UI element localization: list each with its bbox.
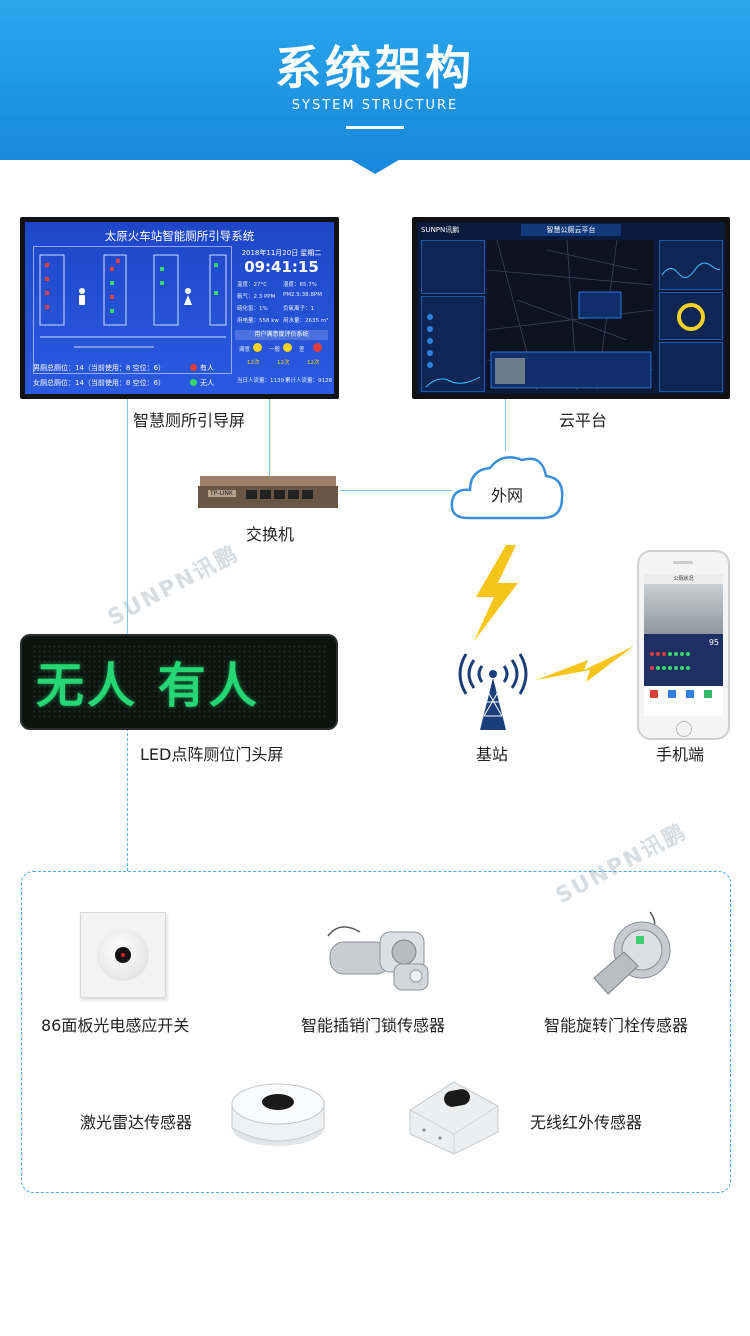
frown-icon: [313, 343, 322, 352]
env-reading: 硫化氢：1%: [237, 306, 268, 312]
lightning-icon: [536, 646, 634, 682]
sensor-label: 智能插销门锁传感器: [301, 1016, 446, 1035]
env-reading: 氨气：2.3 PPM: [237, 294, 276, 300]
base-station-label: 基站: [476, 745, 509, 764]
cloud-right-panel-1: [659, 240, 723, 290]
mobile-label: 手机端: [656, 745, 705, 764]
env-reading: 负氧离子：1: [283, 306, 314, 312]
phone-screen: 公厕状况 95: [644, 574, 723, 716]
ring-gauge: [677, 303, 705, 331]
guide-info-panel: 2018年11月20日 星期二 09:41:15 温度：27°C 湿度：65.7…: [235, 246, 332, 388]
mobile-phone: 公厕状况 95: [637, 550, 730, 740]
smile-icon: [253, 343, 262, 352]
rotary-bolt-icon: [593, 911, 671, 995]
title-underline: [346, 126, 404, 129]
connector-led-sensors: [127, 728, 128, 871]
rating-count: 12次: [277, 360, 290, 366]
rating-label: 差: [299, 347, 305, 353]
led-display-text: 无人 有人: [36, 658, 260, 714]
cloud-left-chart: [425, 314, 481, 388]
panel-switch-icon: [80, 912, 166, 998]
rating-count: 12次: [307, 360, 320, 366]
guide-title: 太原火车站智能厕所引导系统: [104, 229, 255, 243]
city-map: [486, 239, 654, 391]
rating-title: 用户满意度评价系统: [235, 330, 328, 340]
guide-screen-label: 智慧厕所引导屏: [133, 411, 246, 430]
today-flow: 当日人流量：1139: [237, 378, 284, 384]
led-door-screen: 无人 有人: [20, 634, 338, 730]
env-reading: 湿度：65.7%: [283, 282, 317, 288]
sensor-label: 激光雷达传感器: [80, 1113, 193, 1132]
status-free: 无人: [200, 379, 214, 387]
switch-device-icon: [198, 476, 338, 508]
lightning-icon: [474, 545, 518, 641]
cloud-logo: SUNPN讯鹏: [421, 226, 460, 234]
cloud-icon: [450, 456, 564, 520]
switch-label: 交换机: [246, 525, 295, 544]
internet-label: 外网: [490, 486, 523, 505]
floor-plan-drawing: [39, 254, 227, 348]
mobile-toolbar: [644, 686, 723, 716]
female-stalls: 女厕总厕位：14（当前使用：8 空位：6）: [33, 379, 166, 387]
mobile-title: 公厕状况: [644, 574, 723, 584]
phone-home-button: [676, 721, 692, 737]
neutral-face-icon: [283, 343, 292, 352]
cloud-dashboard: SUNPN讯鹏 智慧公厕云平台: [417, 222, 725, 394]
stall-dots: [650, 652, 690, 670]
rating-label: 满意: [239, 347, 251, 353]
sensor-label: 无线红外传感器: [530, 1113, 643, 1132]
sensor-group-box: [21, 871, 731, 1193]
internet-cloud: 外网: [446, 448, 568, 528]
phone-speaker: [673, 561, 693, 564]
total-flow: 累计人流量：9128: [285, 378, 332, 384]
header-banner: 系统架构 SYSTEM STRUCTURE: [0, 0, 750, 160]
connector-guide-led: [127, 398, 128, 634]
latch-lock-icon: [327, 926, 429, 991]
mobile-status-panel: 95: [644, 634, 723, 686]
rating-count: 12次: [247, 360, 260, 366]
switch-brand: TP-LINK: [210, 490, 233, 497]
status-occupied: 有人: [200, 364, 214, 372]
led-screen-label: LED点阵厕位门头屏: [140, 745, 284, 764]
page-title: 系统架构: [275, 41, 475, 95]
restroom-photo: [644, 584, 723, 634]
env-reading: 用电量：558 kw: [237, 318, 279, 324]
mobile-score: 95: [708, 638, 719, 647]
floor-plan: [33, 246, 232, 374]
watermark: SUNPN讯鹏: [103, 541, 244, 632]
male-stalls: 男厕总厕位：14（当前使用：8 空位：6）: [33, 364, 166, 372]
occupied-dot-icon: [190, 364, 197, 371]
env-reading: 温度：27°C: [237, 282, 268, 288]
page-subtitle: SYSTEM STRUCTURE: [291, 98, 459, 113]
connector-cloud-internet: [505, 398, 506, 450]
lidar-icon: [231, 1083, 325, 1146]
panel-led: [121, 953, 125, 957]
cloud-left-panel-top: [421, 240, 485, 294]
sensor-label: 智能旋转门栓传感器: [544, 1016, 689, 1035]
cloud-title: 智慧公厕云平台: [521, 224, 621, 236]
env-reading: PM2.5:38.8PM: [283, 292, 322, 298]
cloud-map: [486, 239, 654, 391]
infrared-icon: [409, 1081, 499, 1155]
header-notch: [348, 158, 402, 174]
cloud-left-panel-bottom: [421, 296, 485, 392]
cloud-right-panel-3: [659, 342, 723, 392]
led-dot-matrix: [32, 644, 326, 720]
base-station-icon: [458, 653, 528, 730]
guide-screen: 太原火车站智能厕所引导系统: [25, 222, 334, 394]
env-reading: 用水量：2635 m³: [283, 318, 329, 324]
connector-guide-switch: [269, 398, 270, 478]
cloud-right-panel-2: [659, 292, 723, 340]
wave-chart: [661, 262, 721, 278]
sensor-label: 86面板光电感应开关: [41, 1016, 190, 1035]
guide-clock: 09:41:15: [244, 258, 319, 276]
mobile-toolbar-icons: [650, 690, 712, 698]
guide-date: 2018年11月20日 星期二: [241, 249, 322, 257]
connector-switch-internet: [340, 490, 452, 491]
cloud-platform-label: 云平台: [559, 411, 608, 430]
rating-label: 一般: [269, 347, 281, 353]
network-switch: TP-LINK: [196, 474, 340, 514]
free-dot-icon: [190, 379, 197, 386]
